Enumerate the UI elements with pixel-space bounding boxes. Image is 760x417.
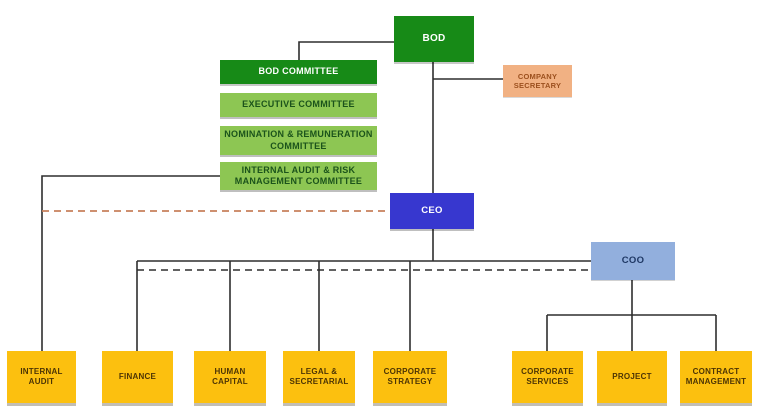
node-corporate-services: CORPORATE SERVICES [512,351,583,403]
node-internal-audit-risk-committee: INTERNAL AUDIT & RISK MANAGEMENT COMMITT… [220,162,377,190]
node-nomination-remuneration-committee-label: NOMINATION & REMUNERATION COMMITTEE [224,129,373,151]
node-corporate-services-label: CORPORATE SERVICES [521,367,574,386]
connector-bod-to-bod-committee [298,41,394,60]
node-corporate-strategy-label: CORPORATE STRATEGY [383,367,437,386]
node-nomination-remuneration-committee: NOMINATION & REMUNERATION COMMITTEE [220,126,377,155]
node-finance-label: FINANCE [118,372,157,381]
node-bod-committee: BOD COMMITTEE [220,60,377,84]
connector-committee-to-internal-audit [41,175,220,351]
node-internal-audit-risk-committee-label: INTERNAL AUDIT & RISK MANAGEMENT COMMITT… [234,164,363,186]
node-legal-secretarial-label: LEGAL & SECRETARIAL [289,367,349,386]
node-company-secretary: COMPANY SECRETARY [503,65,572,97]
node-ceo: CEO [390,193,474,229]
node-executive-committee-label: EXECUTIVE COMMITTEE [242,99,355,110]
node-coo-label: COO [621,255,645,267]
node-project-label: PROJECT [612,372,652,381]
node-human-capital-label: HUMAN CAPITAL [212,367,248,386]
node-internal-audit-label: INTERNAL AUDIT [20,367,63,386]
node-ceo-label: CEO [421,205,443,217]
node-internal-audit: INTERNAL AUDIT [7,351,76,403]
node-executive-committee: EXECUTIVE COMMITTEE [220,93,377,117]
node-bod-committee-label: BOD COMMITTEE [258,66,339,77]
node-human-capital: HUMAN CAPITAL [194,351,266,403]
node-contract-management-label: CONTRACT MANAGEMENT [685,367,747,386]
node-corporate-strategy: CORPORATE STRATEGY [373,351,447,403]
node-legal-secretarial: LEGAL & SECRETARIAL [283,351,355,403]
node-project: PROJECT [597,351,667,403]
node-coo: COO [591,242,675,280]
node-bod: BOD [394,16,474,62]
node-company-secretary-label: COMPANY SECRETARY [513,71,562,90]
node-bod-label: BOD [422,32,446,44]
node-contract-management: CONTRACT MANAGEMENT [680,351,752,403]
node-finance: FINANCE [102,351,173,403]
